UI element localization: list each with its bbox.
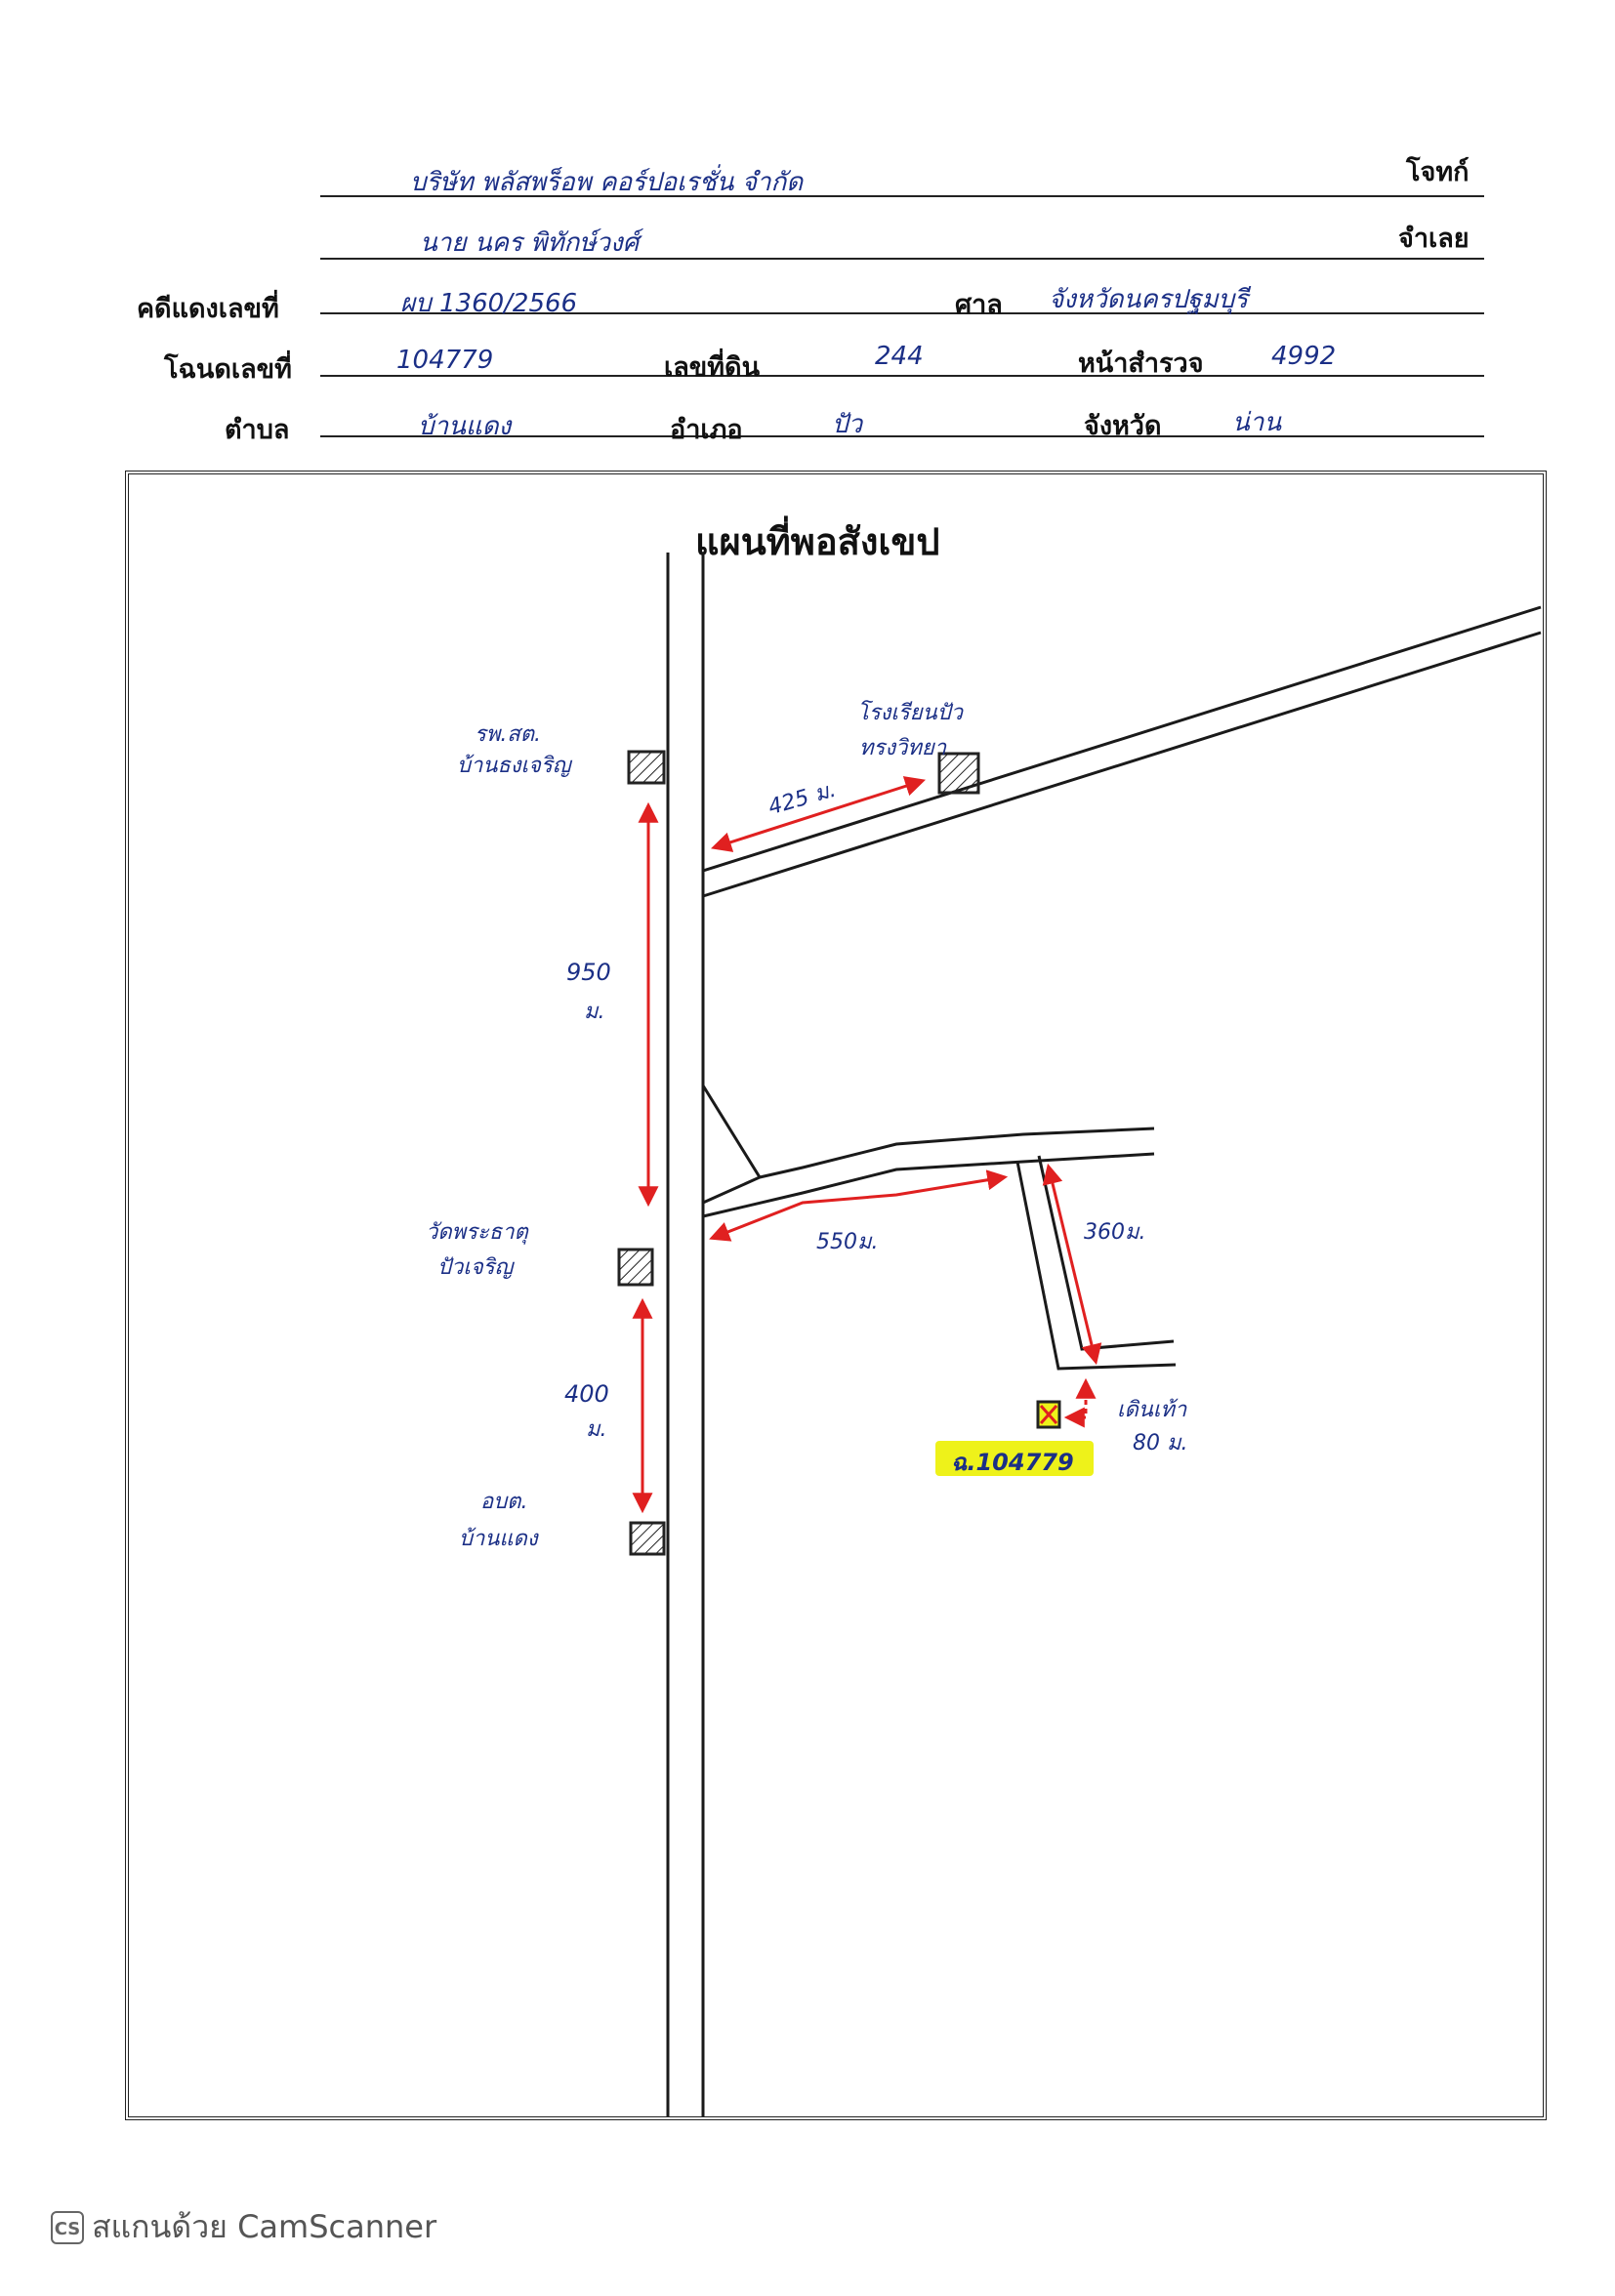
temple-label-1: วัดพระธาตุ (426, 1220, 528, 1245)
arrow-walk-80 (1063, 1377, 1097, 1428)
rule-deed (320, 375, 1484, 377)
distance-360: 360ม. (1084, 1220, 1146, 1245)
walk-label: เดินเท้า (1117, 1398, 1187, 1422)
temple-label-2: ปัวเจริญ (437, 1255, 514, 1280)
hospital-label-2: บ้านธงเจริญ (457, 754, 571, 778)
distance-950-value: 950 (566, 959, 611, 986)
main-road (666, 553, 705, 2116)
plaintiff-value: บริษัท พลัสพร็อพ คอร์ปอเรชั่น จำกัด (410, 168, 804, 197)
rule-plaintiff (320, 195, 1484, 197)
property-marker (1036, 1400, 1061, 1429)
office-label-2: บ้านแดง (459, 1527, 538, 1551)
property-label: ฉ.104779 (951, 1449, 1074, 1476)
subdistrict-label: ตำบล (225, 415, 290, 445)
arrow-550 (709, 1169, 1009, 1242)
defendant-label: จำเลย (1398, 224, 1470, 254)
rule-location (320, 435, 1484, 437)
case-label: คดีแดงเลขที่ (137, 294, 279, 324)
scanner-text: สแกนด้วย CamScanner (92, 2208, 437, 2245)
district-value: ปัว (832, 410, 863, 439)
subdistrict-value: บ้านแดง (418, 412, 512, 441)
case-value: ผบ 1360/2566 (400, 289, 578, 318)
school-label-2: ทรงวิทยา (859, 736, 947, 760)
rule-defendant (320, 258, 1484, 260)
northeast-road (702, 605, 1542, 898)
cs-icon: CS (51, 2210, 84, 2244)
office-label-1: อบต. (480, 1490, 528, 1514)
distance-400-value: 400 (564, 1380, 609, 1408)
temple-marker (617, 1248, 654, 1287)
court-label: ศาล (955, 290, 1003, 320)
survey-page-label: หน้าสำรวจ (1078, 348, 1204, 379)
court-value: จังหวัดนครปฐมบุรี (1049, 285, 1249, 314)
camscanner-watermark: CS สแกนด้วย CamScanner (51, 2202, 436, 2252)
deed-value: 104779 (396, 346, 494, 375)
school-label-1: โรงเรียนปัว (857, 701, 963, 725)
district-label: อำเภอ (670, 415, 743, 445)
distance-950-unit: ม. (584, 1000, 605, 1024)
hospital-marker (627, 750, 666, 785)
plaintiff-label: โจทก์ (1406, 157, 1470, 187)
province-value: น่าน (1232, 408, 1282, 437)
distance-550: 550ม. (816, 1230, 879, 1254)
defendant-value: นาย นคร พิทักษ์วงศ์ (420, 228, 640, 258)
distance-400-unit: ม. (586, 1417, 607, 1442)
deed-label: โฉนดเลขที่ (164, 354, 292, 385)
east-side-road (701, 1085, 1155, 1218)
property-highlight (935, 1441, 1094, 1476)
walk-distance: 80 ม. (1133, 1431, 1188, 1456)
land-no-value: 244 (875, 342, 924, 371)
arrow-360 (1042, 1163, 1102, 1366)
survey-page-value: 4992 (1271, 342, 1337, 371)
office-marker (629, 1521, 666, 1556)
land-no-label: เลขที่ดิน (664, 352, 761, 383)
arrow-425 (711, 776, 926, 852)
province-label: จังหวัด (1084, 411, 1162, 441)
south-branch-road (1015, 1155, 1177, 1371)
rule-case (320, 312, 1484, 314)
map-title: แผนที่พอสังเขป (695, 520, 940, 563)
school-marker (937, 752, 980, 795)
hospital-label-1: รพ.สต. (475, 722, 542, 747)
map-frame (125, 471, 1547, 2120)
